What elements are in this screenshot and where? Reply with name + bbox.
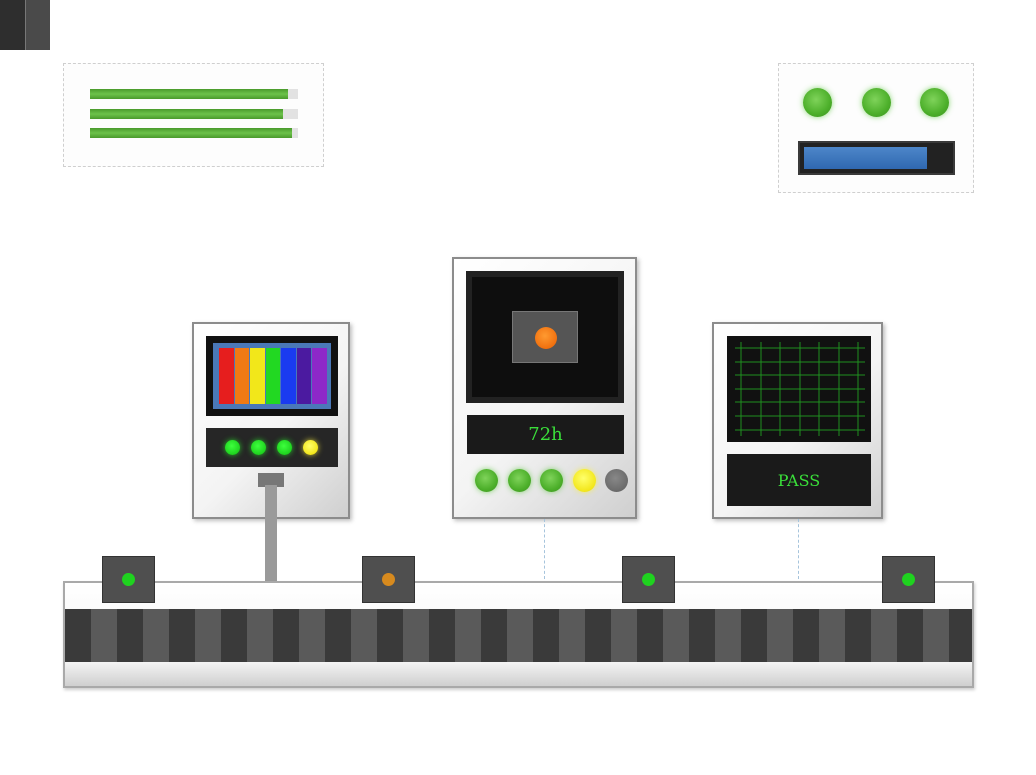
oscilloscope-machine: PASS xyxy=(712,322,883,519)
spectrum-bar-4 xyxy=(265,348,281,404)
spectrum-bar-2 xyxy=(234,348,250,404)
status-bar-2-fill xyxy=(90,109,284,119)
center-link-line xyxy=(544,519,545,579)
status-light-2 xyxy=(862,88,891,117)
center-indicator-4 xyxy=(573,469,596,492)
camera-target-box xyxy=(512,311,578,363)
center-indicator-3 xyxy=(540,469,563,492)
corner-block-light xyxy=(25,0,50,50)
sensor-light-2 xyxy=(382,573,395,586)
conveyor-sensor-1 xyxy=(102,556,155,603)
spectrum-bar-5 xyxy=(281,348,296,404)
spectrum-bar-7 xyxy=(312,348,328,404)
sensor-light-4 xyxy=(902,573,915,586)
status-light-1 xyxy=(803,88,832,117)
conveyor-sensor-4 xyxy=(882,556,935,603)
status-light-3 xyxy=(920,88,949,117)
status-bar-2 xyxy=(90,109,298,119)
spectrum-bar-3 xyxy=(250,348,265,404)
indicator-led-1 xyxy=(225,440,240,455)
camera-target-icon xyxy=(535,327,557,349)
center-indicator-1 xyxy=(475,469,498,492)
corner-block-dark xyxy=(0,0,25,50)
timer-readout: 72h xyxy=(467,415,624,454)
sensor-light-3 xyxy=(642,573,655,586)
indicator-led-2 xyxy=(251,440,266,455)
progress-bar-fill xyxy=(804,147,928,169)
indicator-led-3 xyxy=(277,440,292,455)
status-bar-3-fill xyxy=(90,128,292,138)
oscilloscope-screen xyxy=(727,336,871,442)
timer-machine: 72h xyxy=(452,257,637,519)
test-result-readout: PASS xyxy=(727,454,871,506)
status-bar-1 xyxy=(90,89,298,99)
spectrum-bar-1 xyxy=(219,348,234,404)
conveyor-sensor-3 xyxy=(622,556,675,603)
oscilloscope-grid xyxy=(735,342,865,436)
camera-screen xyxy=(466,271,624,403)
center-indicator-2 xyxy=(508,469,531,492)
conveyor-sensor-2 xyxy=(362,556,415,603)
conveyor-base xyxy=(65,662,972,686)
spectrum-bar-6 xyxy=(296,348,312,404)
spectrum-display xyxy=(213,343,331,409)
status-bar-1-fill xyxy=(90,89,288,99)
status-lights-panel xyxy=(778,63,974,193)
conveyor xyxy=(63,581,974,688)
spectrum-screen xyxy=(206,336,338,416)
sensor-light-1 xyxy=(122,573,135,586)
center-indicator-5 xyxy=(605,469,628,492)
spectrum-analyzer-machine xyxy=(192,322,350,519)
feed-pipe xyxy=(265,485,277,583)
indicator-strip-left xyxy=(206,428,338,467)
status-bar-3 xyxy=(90,128,298,138)
pipe-connector xyxy=(258,473,284,487)
indicator-led-4 xyxy=(303,440,318,455)
right-link-line xyxy=(798,519,799,579)
status-bars-panel xyxy=(63,63,324,167)
progress-bar xyxy=(798,141,955,175)
conveyor-belt xyxy=(65,609,972,662)
